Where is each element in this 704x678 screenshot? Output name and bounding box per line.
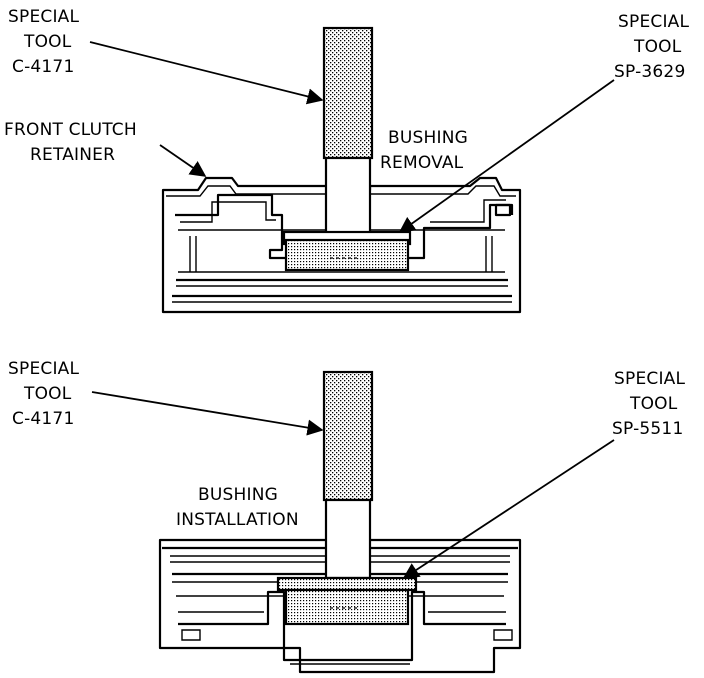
top-diagram: SPECIAL TOOL C-4171 SPECIAL TOOL SP-3629… bbox=[4, 7, 695, 314]
label-line: C-4171 bbox=[12, 57, 74, 77]
label-line: SP-5511 bbox=[612, 419, 683, 439]
label-bushing-installation: BUSHING INSTALLATION bbox=[176, 485, 299, 530]
label-line: SPECIAL bbox=[614, 369, 685, 389]
label-line: C-4171 bbox=[12, 409, 74, 429]
label-special-tool-c4171-top: SPECIAL TOOL C-4171 bbox=[8, 7, 85, 77]
tool-c4171-top bbox=[322, 26, 374, 235]
label-line: INSTALLATION bbox=[176, 510, 299, 530]
label-line: FRONT CLUTCH bbox=[4, 120, 137, 140]
label-line: TOOL bbox=[23, 32, 72, 52]
label-line: TOOL bbox=[23, 384, 72, 404]
tool-c4171-bottom bbox=[322, 370, 374, 580]
label-front-clutch-retainer: FRONT CLUTCH RETAINER bbox=[4, 120, 142, 165]
leader-retainer-top bbox=[159, 144, 207, 177]
label-line: BUSHING bbox=[198, 485, 278, 505]
label-line: SP-3629 bbox=[614, 62, 685, 82]
label-line: SPECIAL bbox=[618, 12, 689, 32]
leader-sp5511-bottom bbox=[402, 439, 615, 579]
tool-sp5511-bottom bbox=[276, 576, 418, 626]
leader-sp3629-top bbox=[398, 79, 615, 233]
label-line: SPECIAL bbox=[8, 7, 79, 27]
front-clutch-retainer-top bbox=[161, 176, 522, 314]
tool-sp3629-top bbox=[282, 230, 412, 272]
label-line: RETAINER bbox=[30, 145, 115, 165]
label-line: TOOL bbox=[633, 37, 682, 57]
label-special-tool-c4171-bottom: SPECIAL TOOL C-4171 bbox=[8, 359, 85, 429]
label-line: REMOVAL bbox=[380, 153, 464, 173]
label-line: BUSHING bbox=[388, 128, 468, 148]
label-line: SPECIAL bbox=[8, 359, 79, 379]
label-bushing-removal: BUSHING REMOVAL bbox=[380, 128, 474, 173]
bottom-diagram: SPECIAL TOOL C-4171 SPECIAL TOOL SP-5511… bbox=[8, 359, 691, 674]
leader-c4171-top bbox=[89, 41, 324, 105]
leader-c4171-bottom bbox=[91, 391, 324, 436]
label-special-tool-sp5511-bottom: SPECIAL TOOL SP-5511 bbox=[612, 369, 691, 439]
label-line: TOOL bbox=[629, 394, 678, 414]
label-special-tool-sp3629-top: SPECIAL TOOL SP-3629 bbox=[614, 12, 695, 82]
